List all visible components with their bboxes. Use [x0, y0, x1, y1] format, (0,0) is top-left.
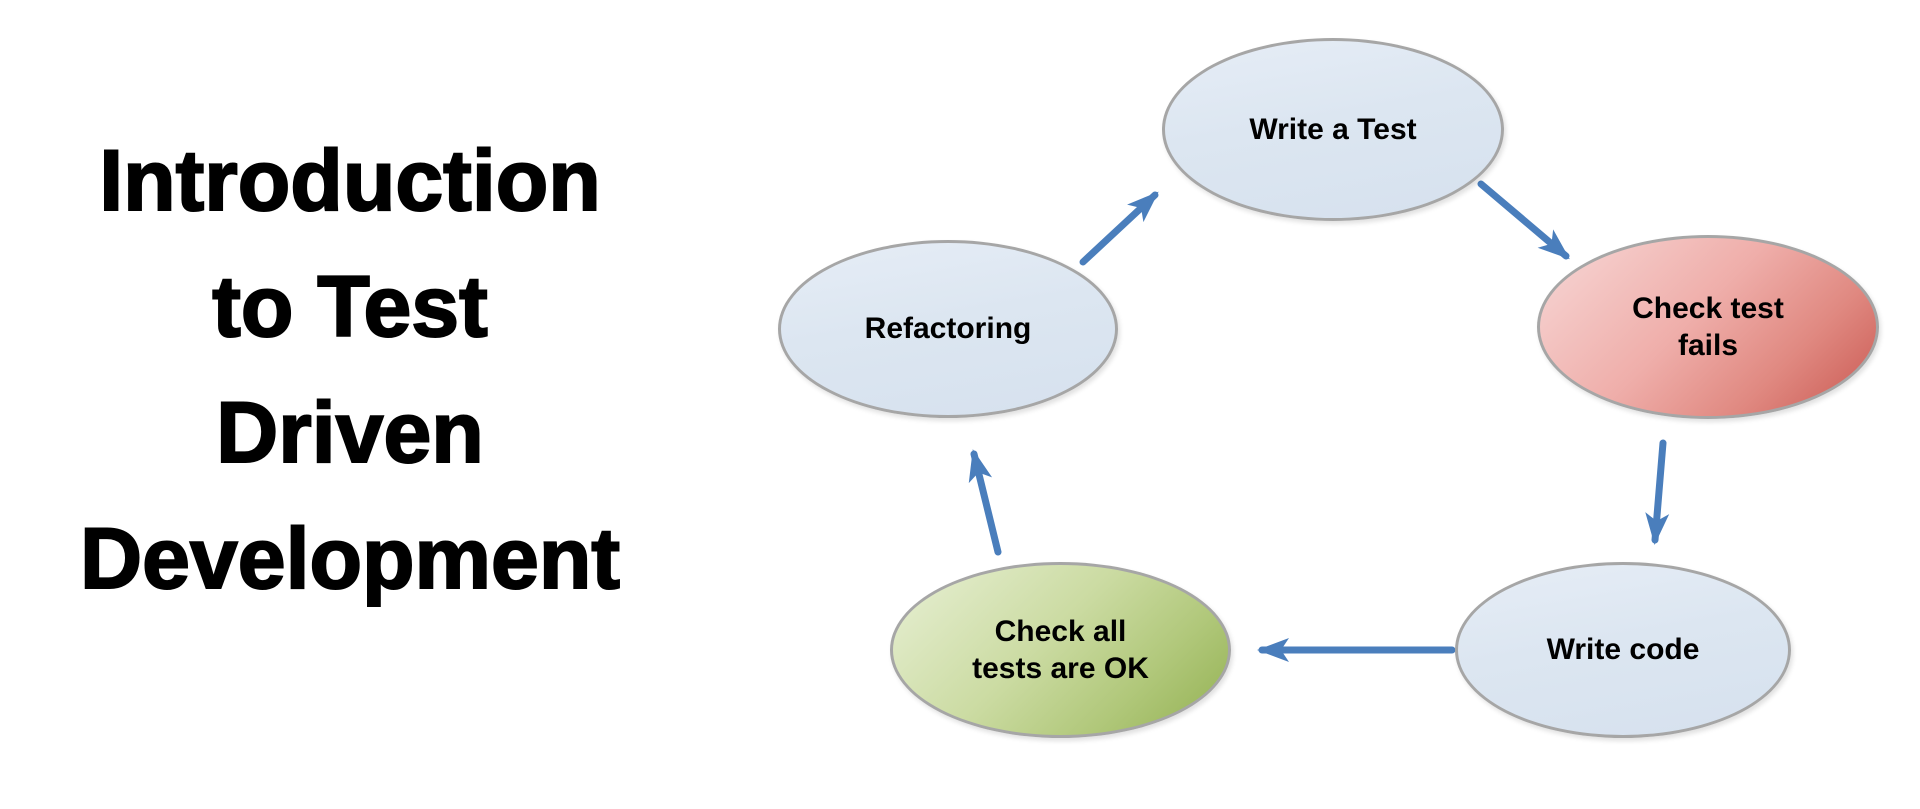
- page-title: Introduction to Test Driven Development: [10, 118, 690, 622]
- arrow-check-test-fails-to-write-code: [1645, 439, 1670, 545]
- node-write-code: Write code: [1455, 562, 1791, 738]
- node-label-line: Check all: [994, 614, 1127, 648]
- node-write-a-test: Write a Test: [1162, 38, 1504, 221]
- node-label-check-test-fails: Check test fails: [1632, 290, 1784, 365]
- node-label-refactoring: Refactoring: [864, 312, 1032, 346]
- node-label-line: fails: [1677, 329, 1738, 362]
- node-check-test-fails: Check test fails: [1537, 235, 1879, 419]
- arrow-check-all-tests-ok-to-refactoring: [968, 449, 1002, 556]
- node-label-write-code: Write code: [1546, 633, 1700, 667]
- title-line-3: Driven: [215, 384, 485, 482]
- title-line-1: Introduction: [98, 132, 602, 230]
- title-line-4: Development: [79, 510, 621, 608]
- node-label-line: tests are OK: [972, 652, 1149, 685]
- node-refactoring: Refactoring: [778, 240, 1118, 418]
- arrow-write-a-test-to-check-test-fails: [1477, 180, 1570, 260]
- node-label-write-a-test: Write a Test: [1249, 112, 1417, 146]
- node-label-line: Check test: [1632, 291, 1784, 325]
- title-line-2: to Test: [211, 258, 489, 356]
- arrow-refactoring-to-write-a-test: [1079, 191, 1159, 266]
- node-check-all-tests-ok: Check all tests are OK: [890, 562, 1231, 738]
- node-label-check-all-tests-ok: Check all tests are OK: [972, 613, 1149, 688]
